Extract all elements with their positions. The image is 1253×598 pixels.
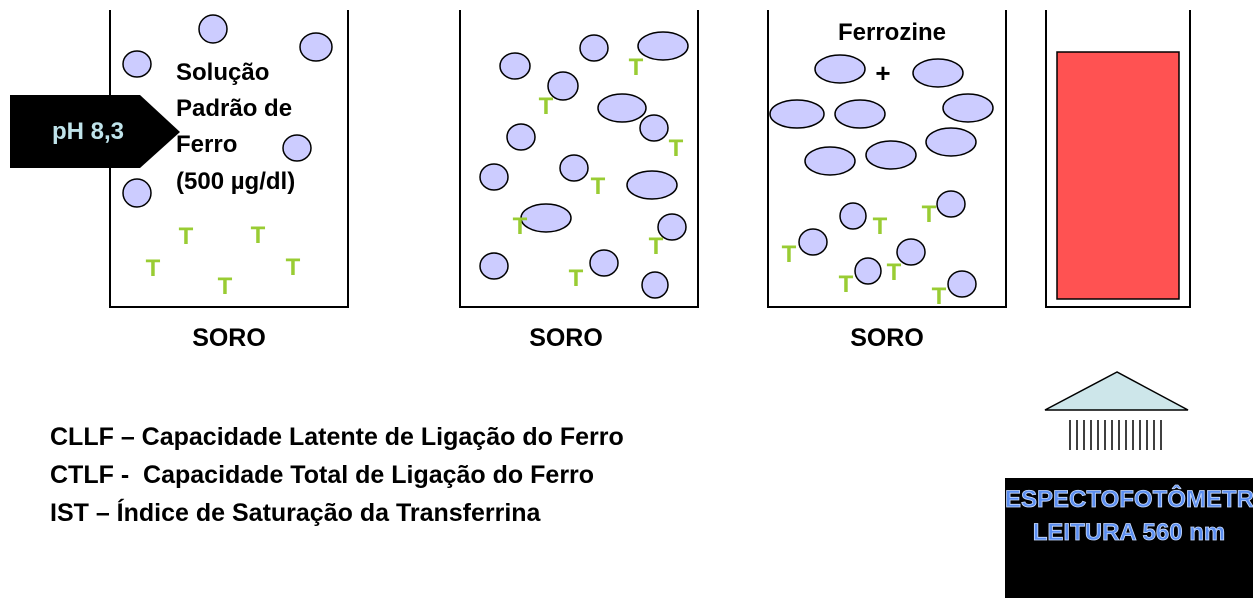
solution-line-1: Solução	[176, 59, 269, 86]
iron-particle	[589, 249, 619, 277]
iron-particle	[299, 32, 333, 62]
cuvette-red-solution	[1056, 51, 1180, 300]
iron-particle	[506, 123, 536, 151]
solution-line-2: Padrão de	[176, 95, 292, 122]
ferrozine-particle	[834, 99, 886, 129]
transferrin-symbol: T	[629, 54, 644, 81]
ferrozine-particle	[925, 127, 977, 157]
ferrozine-particle	[865, 140, 917, 170]
spectrophotometer-name: ESPECTOFOTÔMETRO	[1005, 486, 1253, 514]
tube-1: Solução Padrão de Ferro (500 µg/dl) T T …	[109, 10, 349, 352]
tube-2-label: SORO	[529, 324, 603, 352]
transferrin-symbol: T	[251, 222, 266, 249]
ferrozine-particle	[804, 146, 856, 176]
transferrin-symbol: T	[179, 223, 194, 250]
definition-ctlf: CTLF - Capacidade Total de Ligação do Fe…	[50, 461, 595, 489]
transferrin-symbol: T	[146, 255, 161, 282]
iron-particle	[896, 238, 926, 266]
iron-particle	[637, 31, 689, 61]
tube-2: T T T T T T T SORO	[459, 10, 699, 352]
transferrin-symbol: T	[873, 213, 888, 240]
tube-3-outline	[767, 10, 1007, 308]
iron-particle	[499, 52, 531, 80]
ferrozine-particle	[942, 93, 994, 123]
ph-arrow: pH 8,3	[10, 95, 180, 168]
iron-particle	[657, 213, 687, 241]
transferrin-symbol: T	[649, 233, 664, 260]
transferrin-symbol: T	[513, 213, 528, 240]
iron-particle	[198, 14, 228, 44]
solution-line-4: (500 µg/dl)	[176, 168, 295, 195]
transferrin-symbol: T	[569, 265, 584, 292]
definition-ist: IST – Índice de Saturação da Transferrin…	[50, 499, 541, 527]
iron-particle	[626, 170, 678, 200]
tube-1-label: SORO	[192, 324, 266, 352]
iron-particle	[559, 154, 589, 182]
transferrin-symbol: T	[782, 241, 797, 268]
ferrozine-particle	[769, 99, 825, 129]
transferrin-symbol: T	[887, 259, 902, 286]
transferrin-symbol: T	[591, 173, 606, 200]
transferrin-symbol: T	[539, 93, 554, 120]
iron-particle	[479, 163, 509, 191]
iron-particle	[639, 114, 669, 142]
spectrophotometer-reading: LEITURA 560 nm	[1032, 519, 1226, 547]
tube-2-outline	[459, 10, 699, 308]
tube-3-label: SORO	[850, 324, 924, 352]
iron-particle	[597, 93, 647, 123]
plus-sign: +	[875, 58, 890, 88]
cuvette-outline	[1045, 10, 1191, 308]
transferrin-symbol: T	[218, 273, 233, 300]
iron-particle	[854, 257, 882, 285]
ph-arrow-label: pH 8,3	[52, 118, 124, 145]
spectrophotometer-panel: ESPECTOFOTÔMETRO LEITURA 560 nm	[1005, 478, 1253, 598]
iron-particle	[641, 271, 669, 299]
transferrin-symbol: T	[286, 254, 301, 281]
definition-cllf: CLLF – Capacidade Latente de Ligação do …	[50, 423, 624, 451]
light-beam-icon	[1069, 420, 1162, 450]
ph-arrow-shape	[10, 95, 180, 168]
iron-particle	[947, 270, 977, 298]
tube-3: Ferrozine + T T T T T T SORO	[767, 10, 1007, 352]
iron-particle	[122, 50, 152, 78]
iron-particle	[547, 71, 579, 101]
iron-particle	[579, 34, 609, 62]
ferrozine-particle	[814, 54, 866, 84]
iron-particle	[122, 178, 152, 208]
prism-icon	[1044, 371, 1189, 411]
iron-particle	[839, 202, 867, 230]
iron-particle	[479, 252, 509, 280]
cuvette	[1045, 10, 1191, 308]
iron-particle	[282, 134, 312, 162]
iron-particle	[936, 190, 966, 218]
iron-particle	[798, 228, 828, 256]
iron-particle	[520, 203, 572, 233]
transferrin-symbol: T	[839, 271, 854, 298]
transferrin-symbol: T	[669, 135, 684, 162]
ferrozine-particle	[912, 58, 964, 88]
transferrin-symbol: T	[922, 201, 937, 228]
reagent-label: Ferrozine	[838, 19, 946, 46]
solution-line-3: Ferro	[176, 131, 237, 158]
transferrin-symbol: T	[932, 283, 947, 310]
light-source	[1044, 371, 1189, 450]
